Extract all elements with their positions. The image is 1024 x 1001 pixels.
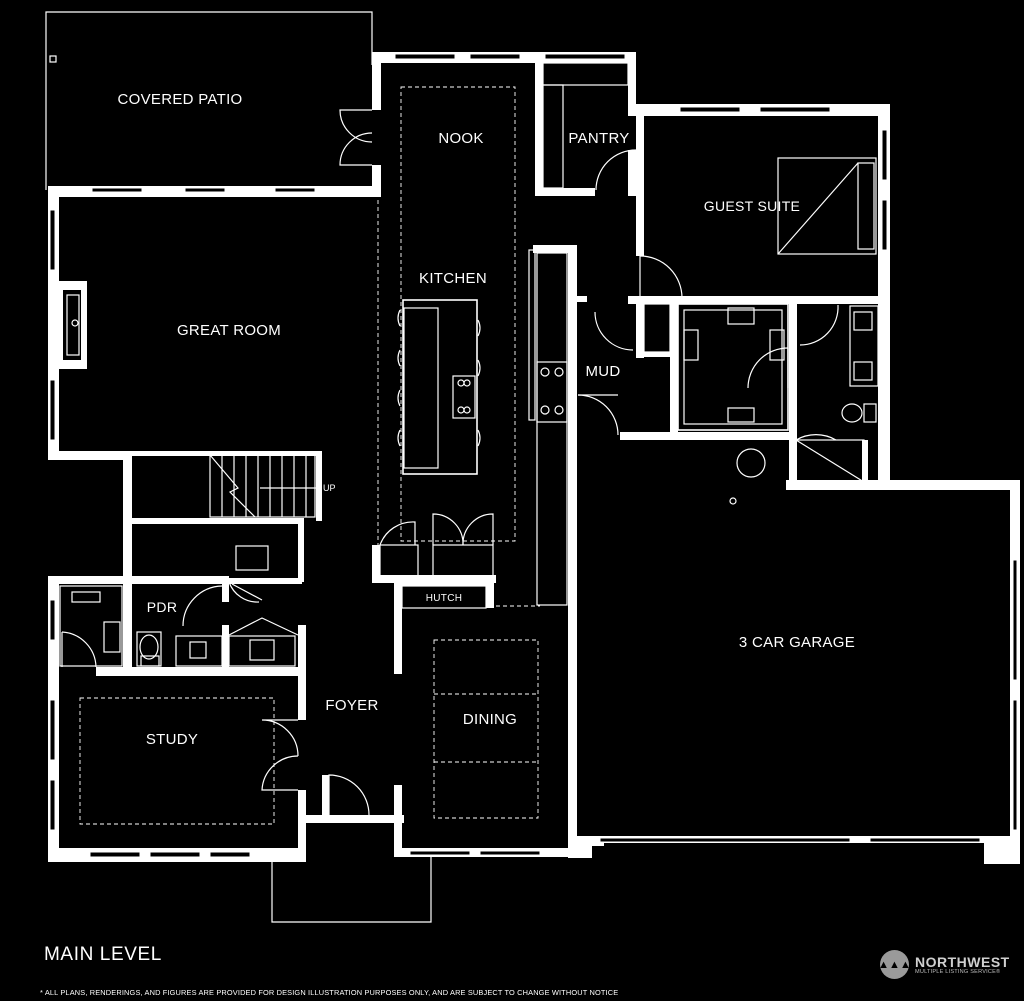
northwest-mls-logo: ▲▲▲ NORTHWEST MULTIPLE LISTING SERVICE® bbox=[878, 950, 1010, 979]
label-guest-suite: GUEST SUITE bbox=[704, 198, 800, 214]
windows bbox=[49, 53, 1018, 858]
closets-bath bbox=[643, 303, 879, 505]
label-hutch: HUTCH bbox=[426, 593, 463, 604]
label-garage: 3 CAR GARAGE bbox=[739, 634, 855, 651]
label-covered-patio: COVERED PATIO bbox=[117, 91, 242, 108]
level-title: MAIN LEVEL bbox=[44, 944, 162, 965]
logo-text: NORTHWEST MULTIPLE LISTING SERVICE® bbox=[915, 955, 1010, 975]
dining-table bbox=[433, 639, 539, 819]
logo-name: NORTHWEST bbox=[915, 953, 1010, 970]
stair-up-label: UP bbox=[323, 483, 336, 493]
disclaimer-text: * ALL PLANS, RENDERINGS, AND FIGURES ARE… bbox=[40, 988, 619, 997]
stair bbox=[209, 454, 320, 518]
entry-porch bbox=[271, 855, 432, 923]
nwmls-badge-icon: ▲▲▲ bbox=[878, 950, 911, 979]
logo-subtitle: MULTIPLE LISTING SERVICE® bbox=[915, 968, 1001, 975]
study-desk bbox=[79, 697, 275, 825]
door-swings bbox=[61, 109, 839, 816]
label-dining: DINING bbox=[463, 711, 517, 728]
pantry-shelves bbox=[542, 62, 629, 189]
label-kitchen: KITCHEN bbox=[419, 270, 487, 287]
label-study: STUDY bbox=[146, 731, 198, 748]
pdr-fixtures bbox=[59, 545, 296, 667]
covered-patio-outline bbox=[45, 11, 373, 190]
label-nook: NOOK bbox=[438, 130, 483, 147]
label-pdr: PDR bbox=[147, 599, 177, 615]
label-pantry: PANTRY bbox=[568, 130, 629, 147]
kitchen-features bbox=[377, 86, 568, 609]
fireplace bbox=[57, 281, 87, 369]
label-mud: MUD bbox=[585, 363, 620, 380]
label-great-room: GREAT ROOM bbox=[177, 322, 281, 339]
label-foyer: FOYER bbox=[325, 697, 378, 714]
guest-bed bbox=[777, 157, 877, 255]
room-labels: COVERED PATIO NOOK PANTRY GUEST SUITE KI… bbox=[117, 91, 855, 748]
